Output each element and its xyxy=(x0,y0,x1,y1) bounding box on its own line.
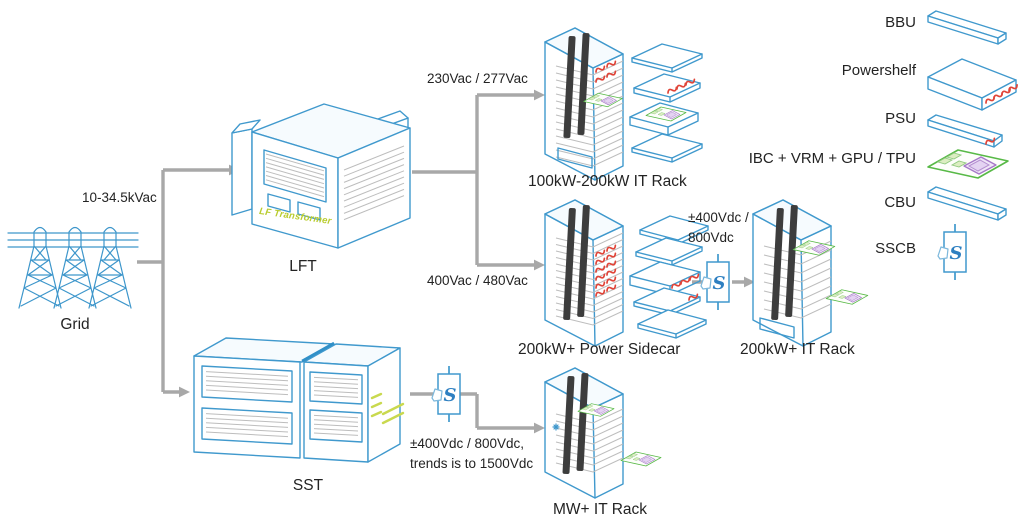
power-sidecar-label: 200kW+ Power Sidecar xyxy=(518,341,681,358)
mw-it-rack-icon xyxy=(544,367,662,499)
sst-output-voltage-line1: ±400Vdc / 800Vdc, xyxy=(410,436,524,451)
busbar-icon xyxy=(771,205,798,321)
it-rack-100-200-label: 100kW-200kW IT Rack xyxy=(528,173,687,190)
sscb-icon xyxy=(431,365,461,423)
legend-label-sscb: SSCB xyxy=(875,240,916,257)
sidecar-output-voltage-line1: ±400Vdc / xyxy=(688,210,749,225)
legend-label-psu: PSU xyxy=(885,110,916,127)
sst-label: SST xyxy=(292,477,324,494)
mw-it-rack-label: MW+ IT Rack xyxy=(553,501,648,518)
legend-sscb-icon xyxy=(937,223,967,281)
legend-label-bbu: BBU xyxy=(885,14,916,31)
it-rack-200-label: 200kW+ IT Rack xyxy=(740,341,855,358)
connection-arrows xyxy=(137,89,755,434)
legend-psu-icon xyxy=(927,114,1003,148)
busbar-icon xyxy=(563,33,590,139)
sst-side-marking xyxy=(370,392,405,425)
legend-label-powershelf: Powershelf xyxy=(841,62,916,79)
lft-output-bottom-label: 400Vac / 480Vac xyxy=(427,273,528,288)
legend-bbu-icon xyxy=(927,10,1007,45)
legend-label-ibc-vrm-gpu-tpu: IBC + VRM + GPU / TPU xyxy=(748,150,916,167)
grid-label: Grid xyxy=(60,316,90,333)
busbar-icon xyxy=(562,373,589,475)
lft-transformer-icon xyxy=(231,103,411,249)
sst-icon xyxy=(193,337,405,463)
legend-cbu-icon xyxy=(927,186,1007,221)
exploded-shelves xyxy=(629,43,703,163)
sidecar-output-voltage-line2: 800Vdc xyxy=(688,230,734,245)
sst-output-voltage-line2: trends is to 1500Vdc xyxy=(410,456,534,471)
sscb-icon xyxy=(700,253,730,311)
exploded-shelves xyxy=(629,215,709,339)
legend-powershelf-icon xyxy=(927,58,1020,111)
it-rack-200-icon xyxy=(752,199,869,347)
grid-voltage-label: 10-34.5kVac xyxy=(82,190,157,205)
lft-output-top-label: 230Vac / 277Vac xyxy=(427,71,528,86)
legend-ibc-board-icon xyxy=(927,149,1009,179)
gpu-board-icon xyxy=(620,451,662,467)
lft-label: LFT xyxy=(289,258,317,275)
gpu-board-icon xyxy=(825,289,869,305)
grid-towers-icon xyxy=(7,226,139,309)
legend-label-cbu: CBU xyxy=(884,194,916,211)
it-rack-100-200-icon xyxy=(544,27,703,181)
busbar-icon xyxy=(563,205,590,321)
power-sidecar-icon xyxy=(544,199,709,347)
